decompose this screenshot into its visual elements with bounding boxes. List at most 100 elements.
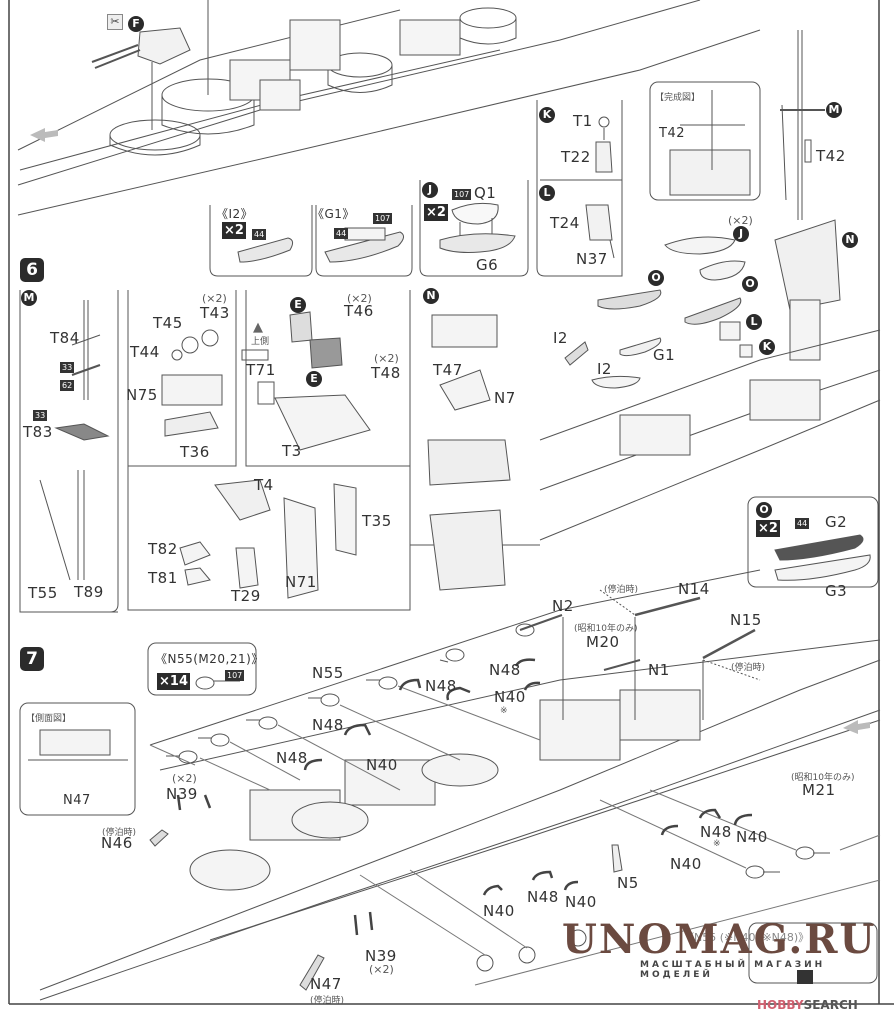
part-q1: Q1: [474, 184, 497, 202]
i2-paint-code: 44: [252, 229, 267, 240]
footnote-box-title: 《N55 (※N40, ※N48)》: [683, 931, 810, 944]
part-t24: T24: [550, 214, 580, 232]
part-t84: T84: [50, 329, 80, 347]
part-n39-b: N39: [365, 947, 397, 965]
hobby-search-brand-b: SEARCH: [803, 998, 858, 1012]
part-n40: N40: [736, 828, 768, 846]
part-t55: T55: [28, 584, 58, 602]
part-t83: T83: [23, 423, 53, 441]
hasegawa-logo-icon: [797, 970, 813, 984]
callout-n: N: [423, 288, 439, 304]
n39-count-b: (×2): [369, 963, 394, 976]
n39-count-a: (×2): [172, 772, 197, 785]
part-i2-b: I2: [597, 360, 612, 378]
part-n15: N15: [730, 611, 762, 629]
part-m21: M21: [802, 781, 836, 799]
j-paint-code: 107: [452, 189, 472, 200]
callout-f: F: [128, 16, 144, 32]
part-n2: N2: [552, 597, 574, 615]
part-g3: G3: [825, 582, 848, 600]
part-t48: T48: [371, 364, 401, 382]
turret-box-title: 《N55(M20,21)》: [155, 652, 264, 666]
callout-o-box: O: [756, 502, 772, 518]
asterisk-note-b: ※: [713, 839, 721, 849]
t43-count: (×2): [202, 292, 227, 305]
part-n48: N48: [425, 677, 457, 695]
side-view-part-n47: N47: [63, 793, 91, 808]
part-n40: N40: [494, 688, 526, 706]
part-t42: T42: [816, 147, 846, 165]
j-count-right: (×2): [728, 214, 753, 227]
up-side-label: 上側: [251, 337, 270, 347]
callout-e-a: E: [290, 297, 306, 313]
completed-part-t42: T42: [659, 126, 685, 141]
callout-k: K: [539, 107, 555, 123]
callout-e-b: E: [306, 371, 322, 387]
g1-paint-b: 107: [373, 213, 393, 224]
part-n46: N46: [101, 834, 133, 852]
part-t44: T44: [130, 343, 160, 361]
part-n75: N75: [126, 386, 158, 404]
moored-note-n15: (停泊時): [731, 663, 766, 673]
part-t71: T71: [246, 361, 276, 379]
g1-title: 《G1》: [312, 207, 355, 221]
callout-m: M: [21, 290, 37, 306]
part-n1: N1: [648, 661, 670, 679]
paint-62: 62: [60, 380, 75, 391]
i2-multiplier: ×2: [222, 222, 246, 239]
part-n5: N5: [617, 874, 639, 892]
part-t43: T43: [200, 304, 230, 322]
part-t45: T45: [153, 314, 183, 332]
paint-33-b: 33: [33, 410, 48, 421]
o-paint-code: 44: [795, 518, 810, 529]
moored-note-n46: (停泊時): [102, 828, 137, 838]
watermark-subtitle: МАСШТАБНЫЙ МАГАЗИН МОДЕЛЕЙ: [640, 960, 826, 980]
part-t81: T81: [148, 569, 178, 587]
t46-count: (×2): [347, 292, 372, 305]
callout-l-right: L: [746, 314, 762, 330]
part-i2-a: I2: [553, 329, 568, 347]
part-n48: N48: [700, 823, 732, 841]
callout-m-top: M: [826, 102, 842, 118]
part-n14: N14: [678, 580, 710, 598]
part-n48: N48: [489, 661, 521, 679]
moored-note-n14: (停泊時): [604, 585, 639, 595]
part-t29: T29: [231, 587, 261, 605]
callout-k-right: K: [759, 339, 775, 355]
cut-and-paint-icon: ✂: [107, 14, 123, 30]
part-n40: N40: [670, 855, 702, 873]
paint-33-a: 33: [60, 362, 75, 373]
hobby-search-brand-a: HOBBY: [757, 998, 804, 1012]
g1-paint-a: 44: [334, 228, 349, 239]
part-n48: N48: [527, 888, 559, 906]
part-t46: T46: [344, 302, 374, 320]
step-6-badge: 6: [20, 258, 44, 282]
part-n40: N40: [366, 756, 398, 774]
j-multiplier: ×2: [424, 204, 448, 221]
callout-o-a: O: [648, 270, 664, 286]
up-arrow-icon: ▲: [253, 320, 263, 335]
watermark-site: UNOMAG.RU: [562, 916, 877, 963]
part-n40: N40: [565, 893, 597, 911]
part-t82: T82: [148, 540, 178, 558]
part-g1: G1: [653, 346, 676, 364]
part-g6: G6: [476, 256, 499, 274]
t48-count: (×2): [374, 352, 399, 365]
part-n37: N37: [576, 250, 608, 268]
step-7-badge: 7: [20, 647, 44, 671]
part-g2: G2: [825, 513, 848, 531]
part-n47: N47: [310, 975, 342, 993]
part-t1: T1: [573, 112, 593, 130]
part-n48: N48: [312, 716, 344, 734]
turret-paint-code: 107: [225, 670, 245, 681]
part-n55: N55: [312, 664, 344, 682]
part-n71: N71: [285, 573, 317, 591]
moored-note-n47: (停泊時): [310, 996, 345, 1006]
callout-n-top: N: [842, 232, 858, 248]
part-n39-a: N39: [166, 785, 198, 803]
callout-j-right: J: [733, 226, 749, 242]
i2-title: 《I2》: [216, 207, 254, 221]
part-t3: T3: [282, 442, 302, 460]
part-m20: M20: [586, 633, 620, 651]
